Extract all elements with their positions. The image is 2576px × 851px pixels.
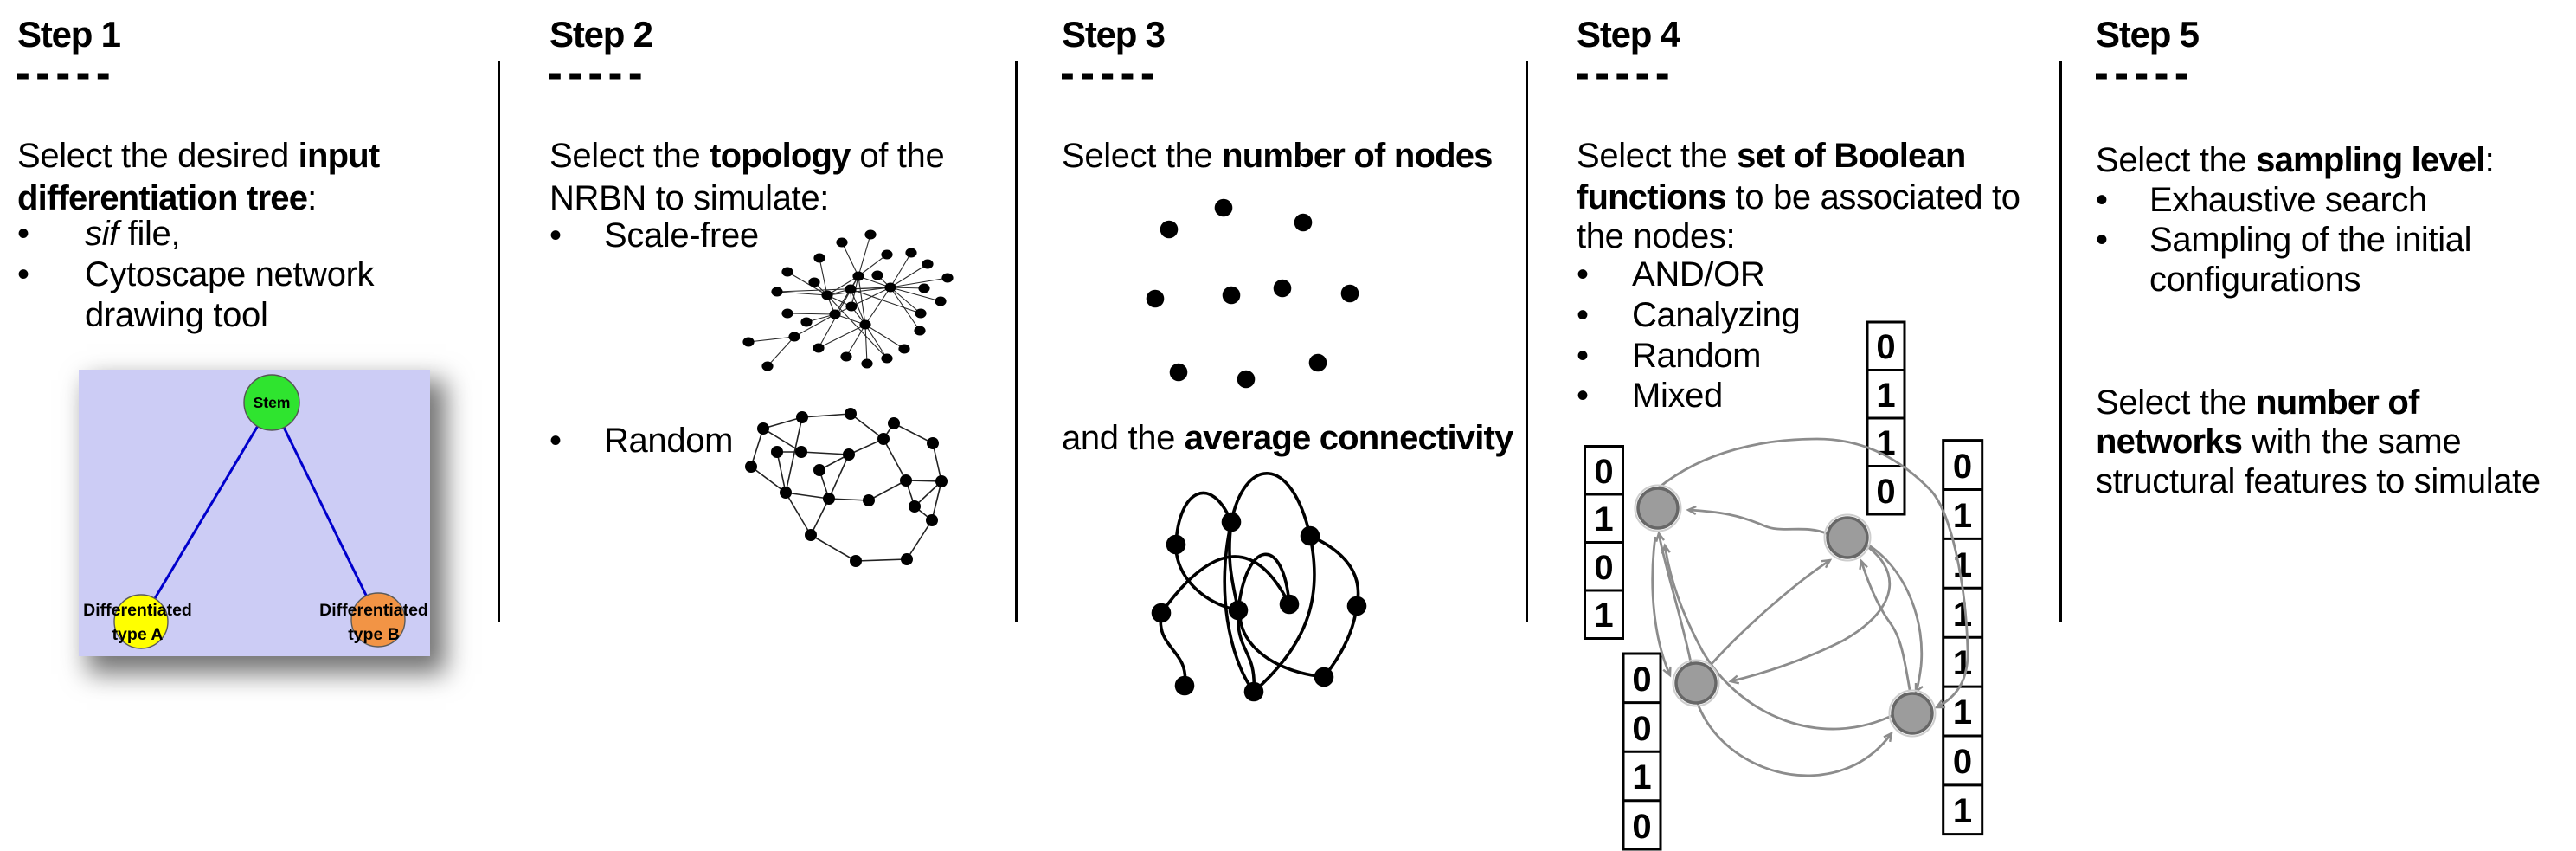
svg-text:1: 1 [1953, 497, 1972, 535]
svg-text:1: 1 [1953, 693, 1972, 732]
svg-text:Differentiated: Differentiated [83, 601, 192, 620]
svg-text:1: 1 [1594, 500, 1613, 538]
svg-text:0: 0 [1594, 453, 1613, 491]
svg-text:0: 0 [1953, 448, 1972, 486]
svg-text:1: 1 [1876, 377, 1895, 415]
svg-text:0: 0 [1876, 328, 1895, 366]
svg-text:0: 0 [1953, 743, 1972, 781]
svg-text:type A: type A [112, 625, 164, 644]
svg-text:type B: type B [348, 625, 400, 644]
svg-text:1: 1 [1953, 792, 1972, 830]
svg-text:Differentiated: Differentiated [319, 601, 428, 620]
svg-text:0: 0 [1632, 710, 1651, 748]
svg-text:1: 1 [1632, 758, 1651, 796]
svg-text:0: 0 [1876, 473, 1895, 511]
svg-text:0: 0 [1632, 661, 1651, 699]
svg-text:1: 1 [1953, 596, 1972, 634]
svg-text:Stem: Stem [254, 394, 291, 411]
svg-text:0: 0 [1594, 549, 1613, 587]
svg-text:1: 1 [1953, 644, 1972, 682]
svg-text:0: 0 [1632, 808, 1651, 846]
svg-text:1: 1 [1594, 596, 1613, 635]
